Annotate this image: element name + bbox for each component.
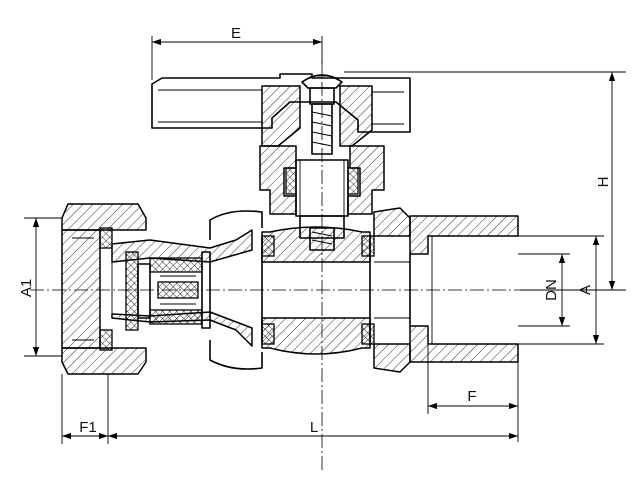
dimension-label-l: L	[310, 419, 318, 436]
strainer-insert	[125, 251, 211, 331]
valve-body-right	[373, 207, 519, 373]
dimension-label-a: A	[577, 285, 594, 295]
dimension-label-h: H	[595, 177, 612, 188]
dimension-label-f: F	[467, 388, 476, 405]
dimension-label-f1: F1	[79, 419, 97, 436]
ball-and-seats	[261, 226, 375, 355]
center-lines	[30, 60, 600, 470]
lever-handle	[151, 73, 411, 147]
dimension-lines	[24, 36, 626, 444]
dimension-label-dn: DN	[543, 279, 560, 301]
union-nut	[61, 203, 147, 375]
dimension-label-e: E	[231, 25, 241, 42]
dimension-label-a1: A1	[18, 279, 35, 297]
